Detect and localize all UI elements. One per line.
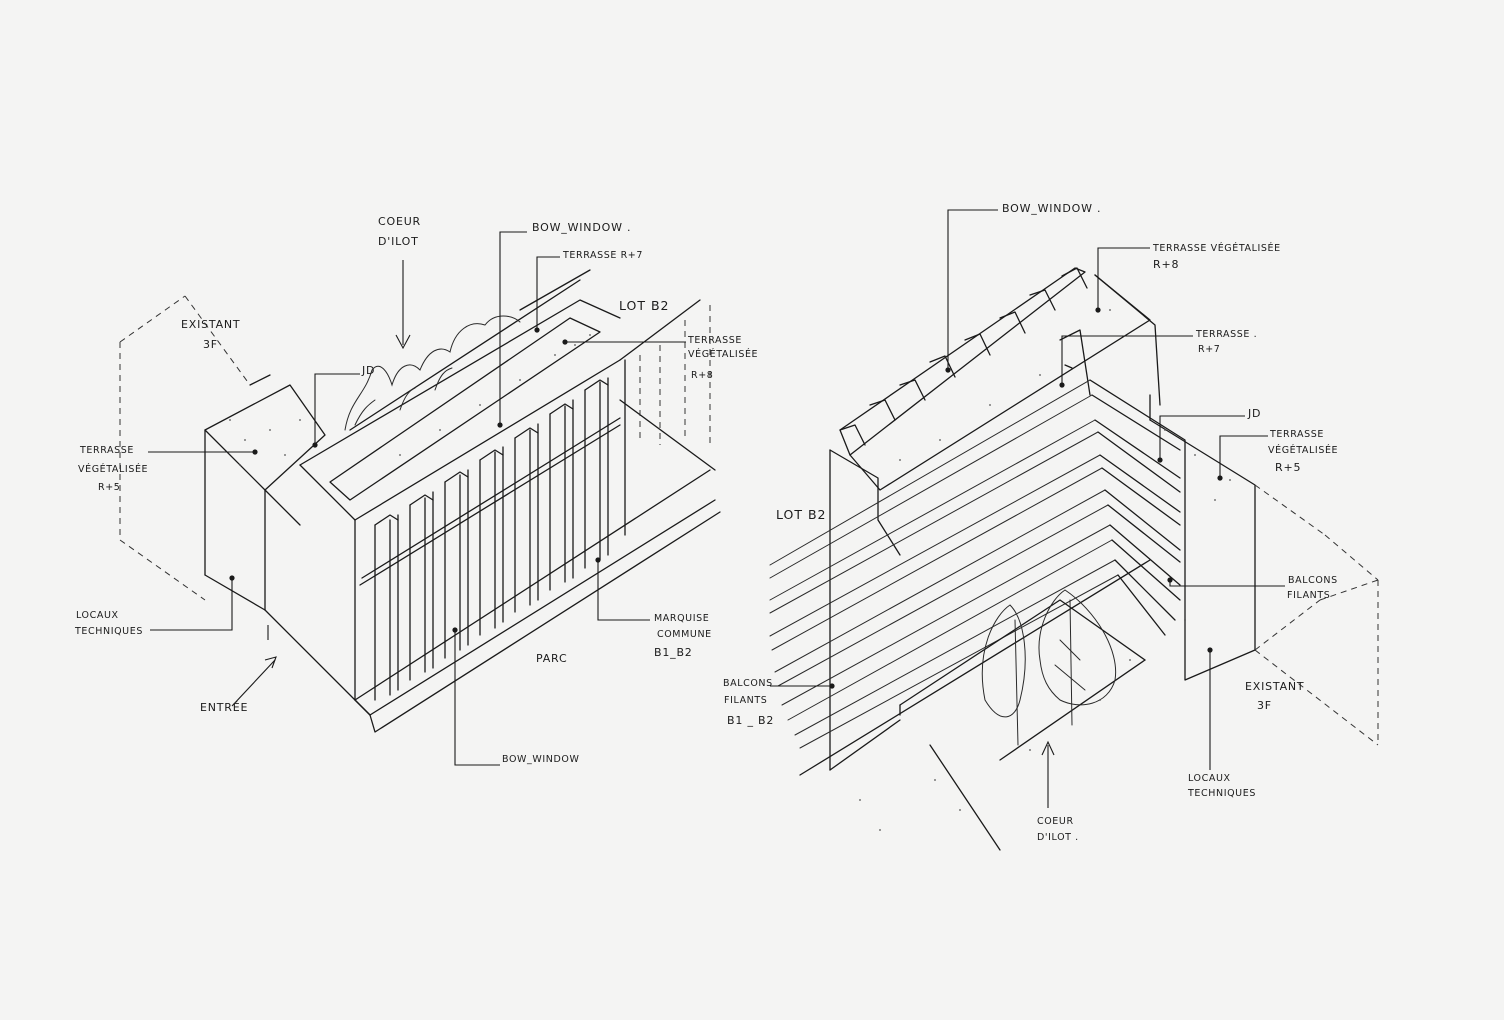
right-label-terrasse-veg-r5-3: R+5 — [1275, 461, 1301, 474]
right-axonometric-drawing: BOW_WINDOW . TERRASSE VÉGÉTALISÉE R+8 TE… — [723, 202, 1379, 851]
left-main-building — [264, 269, 721, 733]
right-label-terrasse-r7-2: R+7 — [1198, 344, 1220, 355]
left-low-block — [204, 374, 326, 611]
left-label-locaux-2: TECHNIQUES — [74, 626, 143, 637]
left-label-marquise-2: COMMUNE — [657, 629, 712, 640]
right-label-terrasse-veg-r8-2: R+8 — [1153, 258, 1179, 271]
right-label-coeur-2: D'ILOT . — [1037, 832, 1079, 843]
left-label-terrasse-veg-r5-2: VÉGÉTALISÉE — [78, 463, 148, 475]
left-label-coeur-2: D'ILOT — [378, 235, 419, 248]
left-label-terrasse-r7: TERRASSE R+7 — [562, 250, 643, 261]
left-label-entree: ENTRÉE — [200, 701, 248, 714]
left-label-jd: JD — [361, 364, 375, 377]
left-label-lot-b2: LOT B2 — [619, 298, 670, 313]
right-label-terrasse-veg-r8-1: TERRASSE VÉGÉTALISÉE — [1152, 242, 1281, 254]
left-label-parc: PARC — [536, 652, 567, 665]
right-label-coeur-1: COEUR — [1037, 816, 1074, 827]
right-label-balcons-right-2: FILANTS — [1287, 590, 1330, 601]
right-labels: BOW_WINDOW . TERRASSE VÉGÉTALISÉE R+8 TE… — [723, 202, 1338, 843]
right-label-terrasse-veg-r5-1: TERRASSE — [1269, 429, 1324, 440]
right-label-locaux-2: TECHNIQUES — [1187, 788, 1256, 799]
right-leaders — [770, 209, 1285, 808]
right-label-lot-b2: LOT B2 — [776, 507, 827, 522]
right-label-jd: JD — [1247, 407, 1261, 420]
left-stipple-texture — [229, 334, 591, 466]
left-label-bow-window-top: BOW_WINDOW . — [532, 221, 631, 234]
left-label-terrasse-veg-r8-1: TERRASSE — [687, 335, 742, 346]
left-labels: COEUR D'ILOT BOW_WINDOW . TERRASSE R+7 L… — [74, 215, 758, 765]
left-label-coeur-1: COEUR — [378, 215, 421, 228]
right-label-balcons-left-3: B1 _ B2 — [727, 714, 774, 727]
right-bow-window-sawtooth — [839, 267, 1088, 456]
right-label-terrasse-veg-r5-2: VÉGÉTALISÉE — [1268, 444, 1338, 456]
right-label-existant-2: 3F — [1257, 699, 1272, 712]
right-label-bow-window: BOW_WINDOW . — [1002, 202, 1101, 215]
left-leaders — [148, 231, 686, 766]
left-label-existant-1: EXISTANT — [181, 318, 240, 331]
left-axonometric-drawing: COEUR D'ILOT BOW_WINDOW . TERRASSE R+7 L… — [74, 215, 758, 766]
right-label-existant-1: EXISTANT — [1245, 680, 1304, 693]
left-label-marquise-3: B1_B2 — [654, 646, 693, 659]
right-label-terrasse-r7-1: TERRASSE . — [1195, 329, 1257, 340]
left-label-locaux-1: LOCAUX — [76, 610, 119, 621]
left-label-marquise-1: MARQUISE — [654, 613, 709, 624]
left-bow-window-fins — [359, 377, 621, 701]
left-lot-b2-dashed — [639, 305, 711, 445]
left-label-terrasse-veg-r8-2: VÉGÉTALISÉE — [688, 348, 758, 360]
right-label-balcons-right-1: BALCONS — [1288, 575, 1338, 586]
right-label-balcons-left-2: FILANTS — [724, 695, 767, 706]
right-main-block — [769, 274, 1256, 851]
left-label-existant-2: 3F — [203, 338, 218, 351]
right-label-locaux-1: LOCAUX — [1188, 773, 1231, 784]
right-label-balcons-left-1: BALCONS — [723, 678, 773, 689]
right-stipple-texture — [859, 309, 1231, 831]
left-existing-building-dashed — [119, 295, 251, 601]
right-existing-building-dashed — [1254, 484, 1379, 746]
left-label-terrasse-veg-r5-1: TERRASSE — [79, 445, 134, 456]
left-label-terrasse-veg-r5-3: R+5 — [98, 482, 120, 493]
left-label-bow-window-bottom: BOW_WINDOW — [502, 754, 579, 765]
left-label-terrasse-veg-r8-3: R+8 — [691, 370, 713, 381]
